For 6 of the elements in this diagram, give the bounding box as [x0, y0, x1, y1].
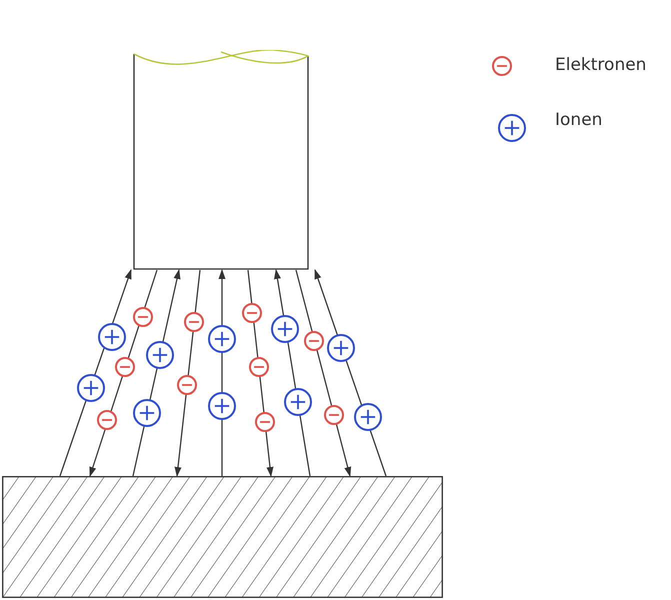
legend-label: Elektronen — [555, 55, 646, 75]
arrow — [247, 270, 274, 477]
legend-label: Ionen — [555, 110, 602, 130]
arrow — [174, 270, 201, 477]
arrow — [295, 270, 352, 477]
arrow — [89, 270, 158, 477]
